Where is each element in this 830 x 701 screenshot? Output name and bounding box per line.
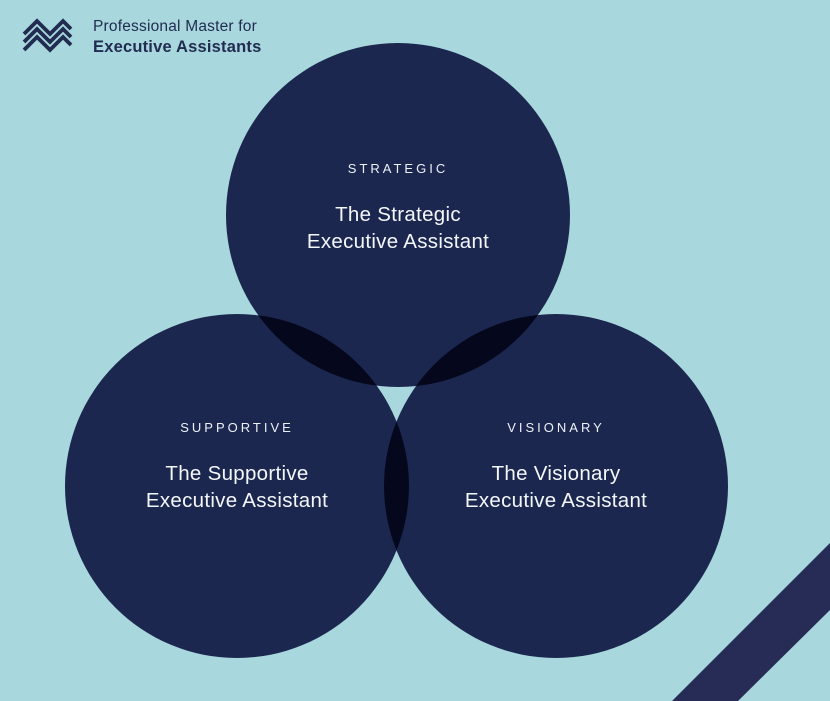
strategic-text-block: STRATEGIC The Strategic Executive Assist… xyxy=(238,161,558,255)
strategic-title-line2: Executive Assistant xyxy=(306,230,490,253)
visionary-title-line1: The Visionary xyxy=(491,462,621,485)
circle-supportive xyxy=(65,314,409,658)
brand-line2: Executive Assistants xyxy=(93,38,262,56)
brand-text: Professional Master for Executive Assist… xyxy=(93,16,261,58)
zigzag-logo-icon xyxy=(22,18,73,53)
visionary-label: VISIONARY xyxy=(507,420,605,435)
supportive-label: SUPPORTIVE xyxy=(180,420,294,435)
supportive-title-line2: Executive Assistant xyxy=(145,489,329,512)
visionary-text-block: VISIONARY The Visionary Executive Assist… xyxy=(396,420,716,514)
visionary-title-line2: Executive Assistant xyxy=(464,489,648,512)
brand-lockup: Professional Master for Executive Assist… xyxy=(22,13,261,61)
supportive-title-line1: The Supportive xyxy=(165,462,309,485)
circle-visionary xyxy=(384,314,728,658)
supportive-text-block: SUPPORTIVE The Supportive Executive Assi… xyxy=(77,420,397,514)
strategic-title-line1: The Strategic xyxy=(335,203,461,226)
strategic-label: STRATEGIC xyxy=(347,161,449,176)
brand-line1: Professional Master for xyxy=(93,18,257,35)
